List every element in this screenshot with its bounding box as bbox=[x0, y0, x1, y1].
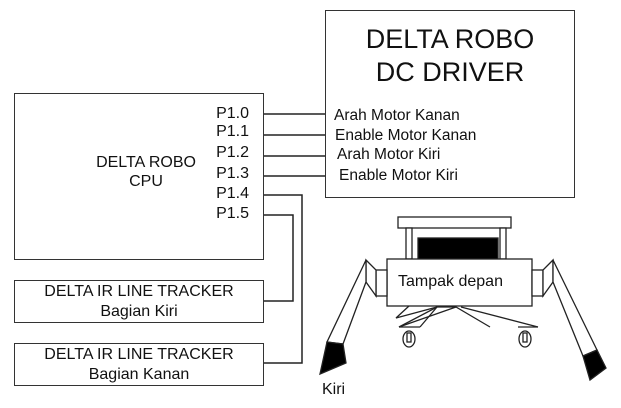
robot-chassis-v bbox=[398, 306, 491, 328]
robot-body-label: Tampak depan bbox=[398, 273, 503, 290]
robot-caster-left-inner bbox=[406, 332, 412, 343]
robot-motor-left bbox=[375, 269, 388, 297]
robot-leg-left-joint bbox=[365, 258, 377, 299]
ir-line-tracker-kiri-box: DELTA IR LINE TRACKER Bagian Kiri bbox=[14, 280, 264, 323]
robot-post-left bbox=[405, 227, 413, 260]
robot-side-label: Kiri bbox=[322, 381, 346, 398]
robot-battery-block bbox=[417, 237, 499, 261]
wire-p1-4-to-tracker-kanan bbox=[264, 194, 303, 364]
tracker-kanan-title: DELTA IR LINE TRACKER bbox=[44, 346, 234, 363]
dc-driver-box: DELTA ROBO DC DRIVER Arah Motor Kanan En… bbox=[325, 10, 575, 198]
robot-chassis-v-inner bbox=[395, 305, 438, 319]
wire-p1-5-to-tracker-kiri bbox=[264, 214, 294, 302]
cpu-title-line1: DELTA ROBO bbox=[96, 154, 196, 171]
signal-enable-motor-kanan: Enable Motor Kanan bbox=[335, 127, 477, 144]
cpu-title: DELTA ROBO CPU bbox=[81, 153, 211, 191]
robot-wheel-right bbox=[582, 349, 607, 382]
robot-leg-right bbox=[552, 259, 598, 357]
robot-top-plate bbox=[397, 216, 512, 229]
pin-p1-0: P1.0 bbox=[216, 105, 249, 122]
robot-chassis-diag-left bbox=[419, 306, 438, 328]
pin-p1-2: P1.2 bbox=[216, 144, 249, 161]
robot-post-right bbox=[499, 227, 507, 260]
robot-chassis-line-left bbox=[398, 306, 457, 328]
dc-driver-title-line2: DC DRIVER bbox=[375, 57, 525, 87]
robot-leg-right-joint bbox=[542, 258, 554, 299]
signal-enable-motor-kiri: Enable Motor Kiri bbox=[339, 167, 458, 184]
robot-leg-left bbox=[326, 259, 367, 345]
cpu-title-line2: CPU bbox=[129, 173, 163, 190]
pin-p1-1: P1.1 bbox=[216, 123, 249, 140]
pin-p1-5: P1.5 bbox=[216, 205, 249, 222]
signal-arah-motor-kanan: Arah Motor Kanan bbox=[334, 107, 460, 124]
signal-arah-motor-kiri: Arah Motor Kiri bbox=[337, 146, 441, 163]
pin-p1-4: P1.4 bbox=[216, 185, 249, 202]
robot-chassis-line-right bbox=[460, 306, 539, 328]
robot-wheel-left bbox=[319, 341, 347, 376]
robot-front-view bbox=[319, 216, 607, 382]
tracker-kanan-subtitle: Bagian Kanan bbox=[88, 366, 190, 383]
dc-driver-title-line1: DELTA ROBO bbox=[365, 24, 535, 54]
robot-caster-right-inner bbox=[522, 332, 528, 343]
tracker-kiri-title: DELTA IR LINE TRACKER bbox=[44, 283, 234, 300]
ir-line-tracker-kanan-box: DELTA IR LINE TRACKER Bagian Kanan bbox=[14, 343, 264, 386]
tracker-kiri-subtitle: Bagian Kiri bbox=[100, 303, 178, 320]
robot-motor-right bbox=[531, 269, 544, 297]
cpu-box: DELTA ROBO CPU P1.0 P1.1 P1.2 P1.3 P1.4 … bbox=[14, 93, 264, 260]
pin-p1-3: P1.3 bbox=[216, 165, 249, 182]
dc-driver-title: DELTA ROBO DC DRIVER bbox=[326, 23, 574, 89]
